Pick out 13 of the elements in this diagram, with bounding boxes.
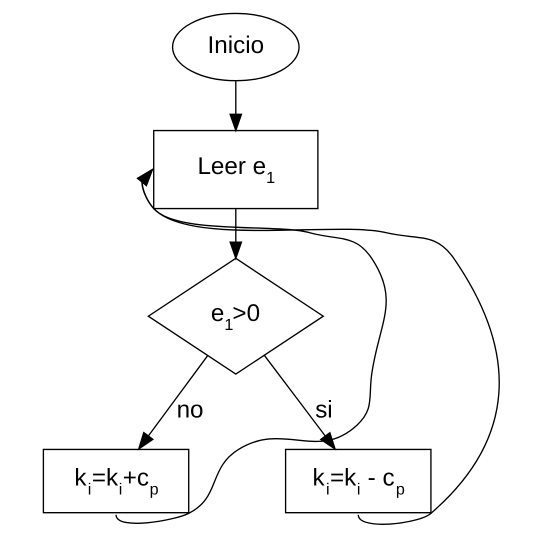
edge-label: no — [176, 396, 204, 424]
arrow — [228, 208, 242, 260]
arrow — [263, 355, 336, 451]
node-box: Leer e$_{1}$ — [152, 130, 318, 210]
node-ellipse: Inicio — [171, 12, 300, 82]
node-diamond: e$_{1}$>0 — [146, 258, 324, 375]
arrow — [115, 168, 386, 524]
node-box: k$_{i}$=k$_{i}$+c$_{p}$ — [42, 448, 189, 514]
arrow — [136, 168, 500, 525]
arrow — [228, 81, 242, 132]
arrow — [137, 355, 208, 451]
node-box: k$_{i}$=k$_{i}$ - c$_{p}$ — [284, 448, 432, 514]
edge-label: si — [314, 396, 332, 424]
